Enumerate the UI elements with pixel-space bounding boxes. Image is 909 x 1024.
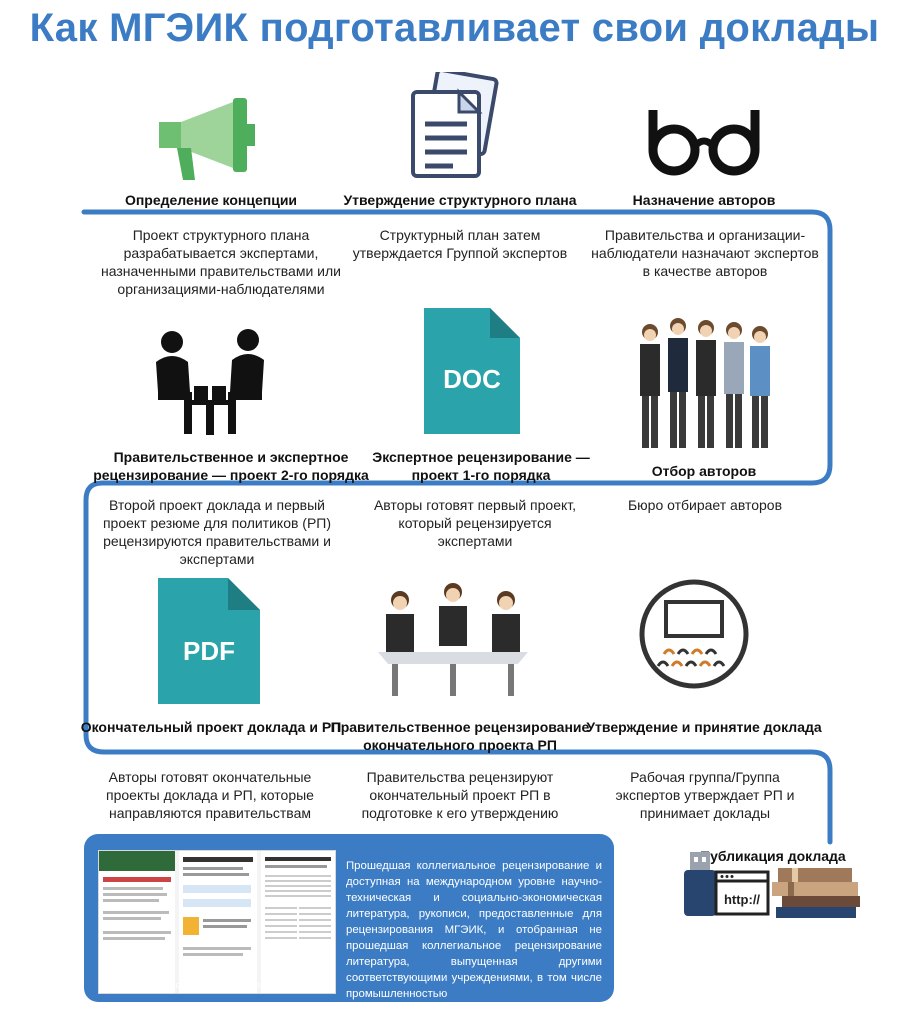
stage-4-label: Правительственное и экспертное рецензиро…	[93, 449, 369, 483]
usb-drive-icon	[684, 852, 716, 916]
stage-1-desc: Проект структурного плана разрабатываетс…	[100, 227, 341, 297]
publication-label: Публикация доклада	[700, 848, 846, 864]
conference-table-icon	[378, 583, 528, 696]
stage-4-desc: Второй проект доклада и первый проект ре…	[102, 497, 332, 567]
stage-7-desc: Авторы готовят окончательные проекты док…	[106, 769, 314, 821]
stage-3-desc: Правительства и организации-наблюдатели …	[591, 227, 819, 279]
stage-5-desc: Авторы готовят первый проект, который ре…	[373, 497, 577, 549]
doc-file-text: DOC	[443, 364, 501, 394]
journal-pages-illustration	[99, 851, 335, 993]
presentation-audience-icon	[639, 579, 749, 689]
literature-info-box: © images: www.ipcc.ch/AC6copyright.pdf П…	[84, 834, 614, 1002]
stage-6-label: Отбор авторов	[651, 463, 757, 479]
image-copyright: © images: www.ipcc.ch/AC6copyright.pdf	[104, 980, 269, 990]
literature-description: Прошедшая коллегиальное рецензирование и…	[346, 860, 602, 1000]
doc-file-icon: DOC	[424, 308, 520, 434]
stage-3-label: Назначение авторов	[632, 192, 776, 208]
stage-6-desc: Бюро отбирает авторов	[627, 497, 783, 513]
documents-icon	[411, 72, 499, 178]
stage-8-desc: Правительства рецензируют окончательный …	[361, 769, 559, 821]
browser-window-icon: http://	[714, 870, 770, 916]
megaphone-icon	[159, 98, 255, 180]
glasses-icon	[648, 110, 760, 176]
stage-2-label: Утверждение структурного плана	[343, 192, 577, 208]
stage-2-desc: Структурный план затем утверждается Груп…	[352, 227, 568, 261]
stage-9-label: Утверждение и принятие доклада	[586, 719, 822, 735]
page-title: Как МГЭИК подготавливает свои доклады	[29, 6, 880, 50]
stage-1-label: Определение концепции	[124, 192, 298, 208]
stage-7-label: Окончательный проект доклада и РП	[80, 719, 342, 735]
stage-8-label: Правительственное рецензирование окончат…	[330, 719, 590, 753]
books-icon	[772, 868, 860, 918]
pdf-file-icon: PDF	[158, 578, 260, 704]
literature-thumbnail	[98, 850, 336, 994]
http-text: http://	[724, 892, 760, 907]
people-group-icon	[640, 318, 770, 448]
stage-5-label: Экспертное рецензирование — проект 1-го …	[372, 449, 590, 483]
pdf-file-text: PDF	[183, 636, 235, 666]
meeting-icon	[156, 329, 264, 435]
stage-9-desc: Рабочая группа/Группа экспертов утвержда…	[615, 769, 795, 821]
